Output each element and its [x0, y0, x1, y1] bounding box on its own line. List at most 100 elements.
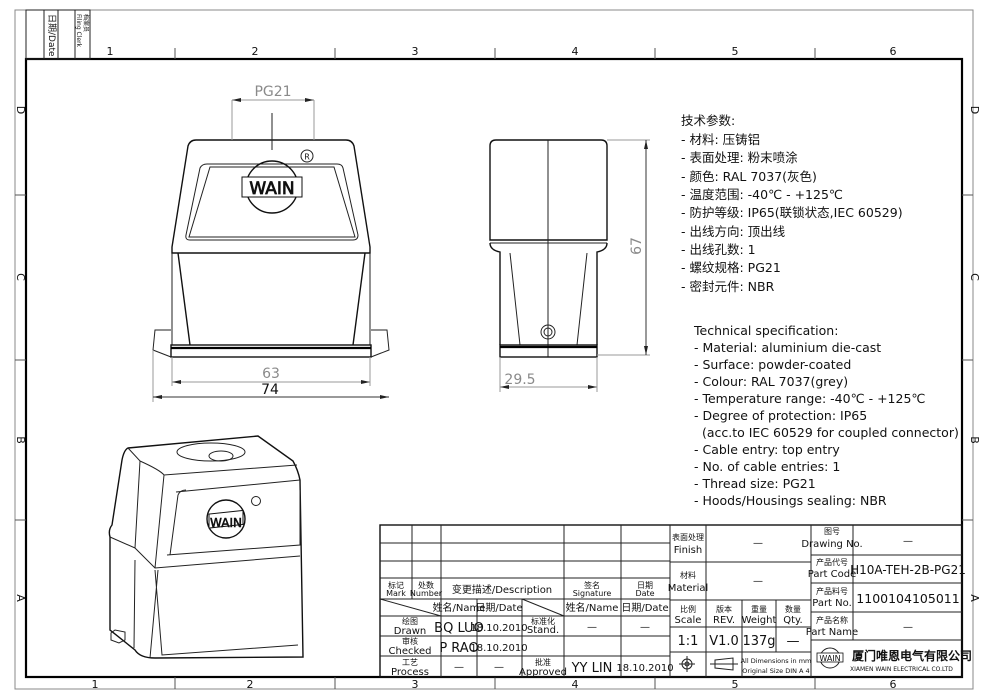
svg-text:标记: 标记: [388, 580, 404, 590]
overall-width-dimension: 74: [261, 382, 279, 398]
svg-text:6: 6: [890, 45, 897, 58]
svg-text:工艺: 工艺: [402, 658, 418, 667]
front-view: WAIN R PG21 63 74: [152, 84, 390, 402]
svg-text:1:1: 1:1: [678, 634, 699, 649]
svg-text:—: —: [787, 634, 800, 649]
svg-text:1100104105011: 1100104105011: [856, 591, 959, 606]
svg-text:- 防护等级: IP65(联锁状态,IEC 60529): - 防护等级: IP65(联锁状态,IEC 60529): [681, 205, 903, 220]
svg-text:C: C: [14, 273, 27, 281]
svg-text:审核: 审核: [402, 636, 418, 646]
svg-text:Stand.: Stand.: [527, 625, 559, 636]
svg-text:Number: Number: [410, 589, 443, 598]
base-depth-dimension: 29.5: [504, 372, 535, 388]
svg-text:Part Code: Part Code: [808, 569, 857, 580]
spec-cn: 技术参数: - 材料: 压铸铝 - 表面处理: 粉末喷涂 - 颜色: RAL 7…: [681, 113, 903, 294]
svg-text:- 出线孔数: 1: - 出线孔数: 1: [681, 242, 756, 257]
svg-text:- 温度范围: -40℃ - +125℃: - 温度范围: -40℃ - +125℃: [681, 187, 843, 202]
svg-text:137g: 137g: [742, 634, 775, 649]
svg-text:产品代号: 产品代号: [816, 557, 848, 567]
svg-text:R: R: [304, 153, 310, 162]
svg-text:Part No.: Part No.: [812, 598, 852, 609]
svg-text:All Dimensions in mm: All Dimensions in mm: [741, 657, 812, 665]
spec-en: Technical specification: - Material: alu…: [693, 323, 959, 508]
svg-text:—: —: [903, 536, 913, 547]
svg-text:技术参数:: 技术参数:: [681, 113, 735, 128]
svg-text:Weight: Weight: [742, 615, 777, 626]
zone-labels: 1 2 3 4 5 6 1 2 3 4 5 6 D C B A D C B A: [14, 45, 981, 691]
svg-text:标准化: 标准化: [531, 616, 555, 626]
svg-text:A: A: [14, 594, 27, 602]
svg-text:WAIN: WAIN: [249, 179, 294, 199]
svg-text:YY LIN: YY LIN: [571, 661, 613, 676]
svg-text:重量: 重量: [751, 604, 767, 614]
svg-text:- 材料: 压铸铝: - 材料: 压铸铝: [681, 132, 760, 147]
svg-text:Signature: Signature: [573, 589, 612, 598]
svg-text:- 螺纹规格: PG21: - 螺纹规格: PG21: [681, 260, 781, 275]
svg-text:绘图: 绘图: [402, 616, 418, 626]
svg-text:(acc.to IEC 60529 for coupled: (acc.to IEC 60529 for coupled connector): [694, 425, 959, 440]
svg-text:5: 5: [732, 678, 739, 691]
svg-text:2: 2: [252, 45, 259, 58]
svg-text:- Temperature range: -40℃ - +1: - Temperature range: -40℃ - +125℃: [694, 391, 925, 406]
svg-text:Original Size DIN A 4: Original Size DIN A 4: [742, 667, 809, 675]
svg-text:1: 1: [107, 45, 114, 58]
svg-text:18.10.2010: 18.10.2010: [470, 623, 527, 634]
svg-text:产品名称: 产品名称: [816, 615, 848, 625]
svg-text:姓名/Name: 姓名/Name: [433, 601, 486, 614]
svg-text:—: —: [753, 576, 763, 587]
svg-text:P RAO: P RAO: [439, 641, 478, 656]
svg-text:- Cable entry: top entry: - Cable entry: top entry: [694, 442, 840, 457]
svg-text:3: 3: [412, 678, 419, 691]
svg-text:1: 1: [92, 678, 99, 691]
svg-text:Approved: Approved: [519, 667, 567, 678]
svg-text:处数: 处数: [418, 580, 434, 590]
svg-text:姓名/Name: 姓名/Name: [566, 601, 619, 614]
company-logo: WAIN: [816, 647, 844, 669]
svg-text:Mark: Mark: [386, 589, 406, 598]
svg-text:4: 4: [572, 678, 579, 691]
svg-text:- 颜色: RAL 7037(灰色): - 颜色: RAL 7037(灰色): [681, 169, 817, 184]
svg-text:WAIN: WAIN: [819, 654, 840, 663]
zone-markers: [15, 48, 973, 689]
revision-table: 标记 Mark 处数 Number 变更描述/Description 签名 Si…: [379, 524, 963, 678]
svg-text:6: 6: [890, 678, 897, 691]
isometric-view: WAIN: [108, 435, 304, 659]
thread-dimension: PG21: [254, 84, 291, 100]
svg-text:2: 2: [247, 678, 254, 691]
svg-text:D: D: [14, 106, 27, 114]
svg-text:Scale: Scale: [675, 615, 702, 626]
svg-text:—: —: [494, 662, 504, 673]
svg-text:Material: Material: [668, 583, 709, 594]
svg-text:Technical specification:: Technical specification:: [693, 323, 838, 338]
svg-text:18.10.2010: 18.10.2010: [470, 643, 527, 654]
title-block: 表面处理 Finish — 材料 Material — 比例 Scale 版本 …: [668, 525, 972, 677]
filing-clerk-en: Filing Clerk: [75, 14, 82, 48]
svg-text:日期: 日期: [637, 581, 653, 590]
svg-text:Process: Process: [391, 667, 429, 678]
svg-text:表面处理: 表面处理: [672, 532, 704, 542]
svg-text:—: —: [454, 662, 464, 673]
svg-text:C: C: [968, 273, 981, 281]
svg-text:Drawing No.: Drawing No.: [801, 539, 862, 550]
company-name-cn: 厦门唯恩电气有限公司: [852, 648, 972, 663]
svg-text:- Surface: powder-coated: - Surface: powder-coated: [694, 357, 851, 372]
wain-logo: WAIN R: [241, 149, 314, 214]
svg-text:4: 4: [572, 45, 579, 58]
svg-text:Finish: Finish: [674, 545, 702, 556]
svg-text:D: D: [968, 106, 981, 114]
svg-text:版本: 版本: [716, 604, 732, 614]
svg-text:- Thread size: PG21: - Thread size: PG21: [694, 476, 816, 491]
svg-text:- Degree of protection: IP65: - Degree of protection: IP65: [694, 408, 867, 423]
svg-text:变更描述/Description: 变更描述/Description: [452, 583, 552, 596]
svg-text:- Hoods/Housings sealing: NBR: - Hoods/Housings sealing: NBR: [694, 493, 887, 508]
svg-text:3: 3: [412, 45, 419, 58]
projection-symbol-icon: [679, 656, 738, 672]
svg-text:—: —: [640, 622, 650, 633]
svg-text:批准: 批准: [535, 657, 551, 667]
svg-text:- Material: aluminium die-cast: - Material: aluminium die-cast: [694, 340, 881, 355]
svg-text:日期/Date: 日期/Date: [475, 602, 522, 614]
inner-width-dimension: 63: [262, 366, 280, 382]
header-strip: 日期/Date 档案员 Filing Clerk: [25, 9, 91, 60]
svg-text:18.10.2010: 18.10.2010: [616, 663, 673, 674]
svg-text:Checked: Checked: [389, 646, 432, 657]
